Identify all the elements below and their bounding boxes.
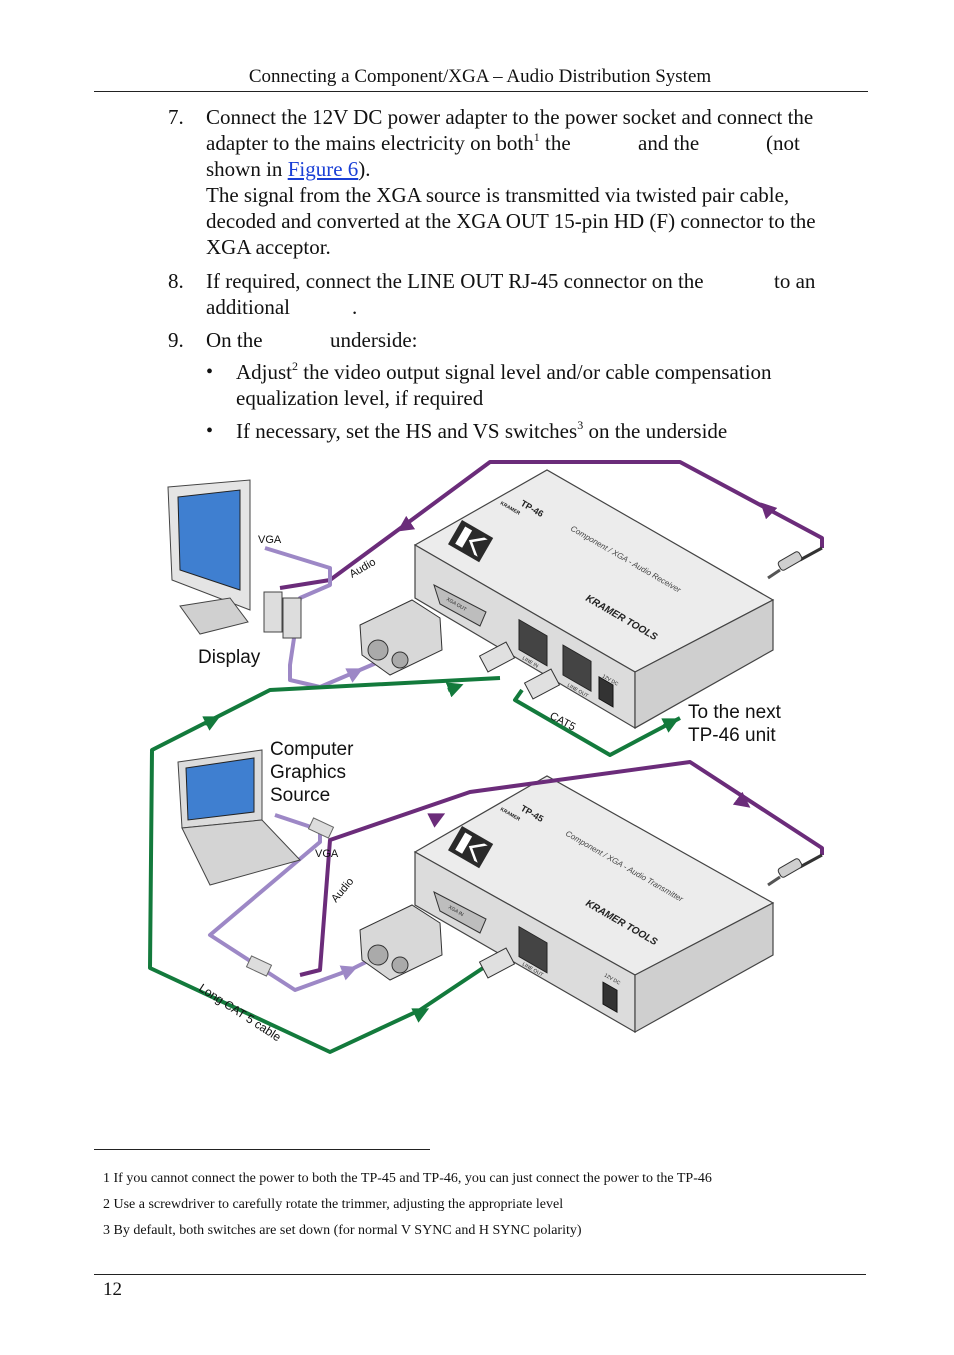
long-cable-label: Long CAT 5 cable: [196, 981, 284, 1045]
step-7-line-1: Connect the 12V DC power adapter to the …: [206, 105, 814, 129]
page-number: 12: [103, 1279, 122, 1300]
laptop-icon: [177, 749, 301, 886]
source-label-3: Source: [270, 785, 330, 806]
audio-top-label: Audio: [348, 556, 378, 580]
step-7-text: Connect the 12V DC power adapter to the …: [206, 104, 856, 260]
footnote-ref-2[interactable]: 2: [292, 359, 299, 373]
footnote-ref-1[interactable]: 1: [533, 130, 540, 144]
footnote-2: 2 Use a screwdriver to carefully rotate …: [103, 1197, 564, 1212]
audio-bottom-label: Audio: [329, 876, 356, 905]
rj45-plug-icon: [478, 947, 516, 979]
step-7-line-2c: and the: [638, 131, 700, 155]
cable-ferrite-icon: [307, 817, 335, 839]
footnote-3: 3 By default, both switches are set down…: [103, 1223, 582, 1238]
step-8-number: 8.: [168, 269, 184, 293]
running-header: Connecting a Component/XGA – Audio Distr…: [248, 66, 712, 87]
source-label-1: Computer: [270, 739, 354, 760]
step-7-line-2: adapter to the mains electricity on both…: [206, 130, 856, 156]
footer-rule: [94, 1274, 866, 1275]
bullet-1-text-a: Adjust: [236, 360, 293, 384]
bullet-2-text-b: on the underside: [583, 419, 728, 443]
rj45-plug-icon: [478, 641, 516, 673]
bullet-1-text-b: the video output signal level and/or cab…: [298, 360, 772, 384]
footnote-rule: [94, 1149, 430, 1150]
kramer-logo-icon: [448, 520, 494, 563]
figure-6-link[interactable]: Figure 6: [287, 157, 359, 181]
vga-connector-icon: [359, 599, 443, 676]
step-7-line-6: XGA acceptor.: [206, 235, 331, 259]
step-7-line-3b: ).: [358, 157, 371, 181]
step-7-number: 7.: [168, 105, 184, 129]
next-unit-label-1: To the next: [688, 702, 782, 723]
tp45-transmitter-unit: TP-45 KRAMER Component / XGA - Audio Tra…: [413, 775, 775, 1034]
step-8-text: If required, connect the LINE OUT RJ-45 …: [206, 268, 856, 320]
step-7-line-2b: the: [539, 131, 571, 155]
audio-jack-icon: [767, 853, 823, 887]
step-7-line-2d: (not: [766, 131, 800, 155]
bullet-2-text-a: If necessary, set the HS and VS switches: [236, 419, 578, 443]
step-7-line-3a: shown in: [206, 157, 288, 181]
audio-jack-icon: [767, 546, 823, 580]
step-8-line-1a: If required, connect the LINE OUT RJ-45 …: [206, 269, 704, 293]
tp46-xga-out-port: XGA OUT: [433, 584, 487, 627]
vga-top-label: VGA: [258, 534, 282, 546]
step-8-line-2b: .: [352, 295, 358, 319]
step-9-line-1b: underside:: [330, 328, 418, 352]
cat5-label: CAT5: [548, 710, 578, 733]
step-9-bullet-2: If necessary, set the HS and VS switches…: [236, 418, 856, 444]
display-label: Display: [198, 647, 261, 668]
step-9-bullet-1: Adjust2 the video output signal level an…: [236, 359, 856, 411]
vga-connector-icon: [359, 904, 443, 981]
step-7-line-5: decoded and converted at the XGA OUT 15-…: [206, 209, 816, 233]
speakers-icon: [263, 591, 302, 639]
bullet-1-text-c: equalization level, if required: [236, 386, 484, 410]
step-8-line-2a: additional: [206, 295, 290, 319]
step-9-line-1a: On the: [206, 328, 263, 352]
header-rule: [94, 91, 868, 92]
footnote-ref-3[interactable]: 3: [577, 418, 584, 432]
bullet-icon: •: [206, 361, 214, 383]
display-monitor-icon: [167, 479, 251, 635]
step-7-line-4: The signal from the XGA source is transm…: [206, 183, 790, 207]
kramer-logo-icon: [448, 826, 494, 869]
step-8-line-1b: to an: [774, 269, 816, 293]
tp46-receiver-unit: TP-46 KRAMER Component / XGA - Audio Rec…: [413, 469, 775, 730]
vga-bottom-label: VGA: [315, 848, 339, 860]
rj45-plug-icon: [523, 668, 561, 700]
step-7-line-3: shown in Figure 6).: [206, 156, 856, 182]
next-unit-label-2: TP-46 unit: [688, 725, 776, 746]
tp45-xga-in-port: XGA IN: [433, 891, 487, 934]
bullet-icon: •: [206, 420, 214, 442]
step-7-line-2a: adapter to the mains electricity on both: [206, 131, 534, 155]
bottom-audio-cable: [299, 760, 824, 977]
footnote-1: 1 If you cannot connect the power to bot…: [103, 1171, 712, 1186]
step-9-text: On the underside:: [206, 327, 856, 353]
source-label-2: Graphics: [270, 762, 346, 783]
step-9-number: 9.: [168, 328, 184, 352]
cat5-out-cable: [513, 688, 681, 757]
cable-ferrite-icon: [245, 955, 273, 977]
